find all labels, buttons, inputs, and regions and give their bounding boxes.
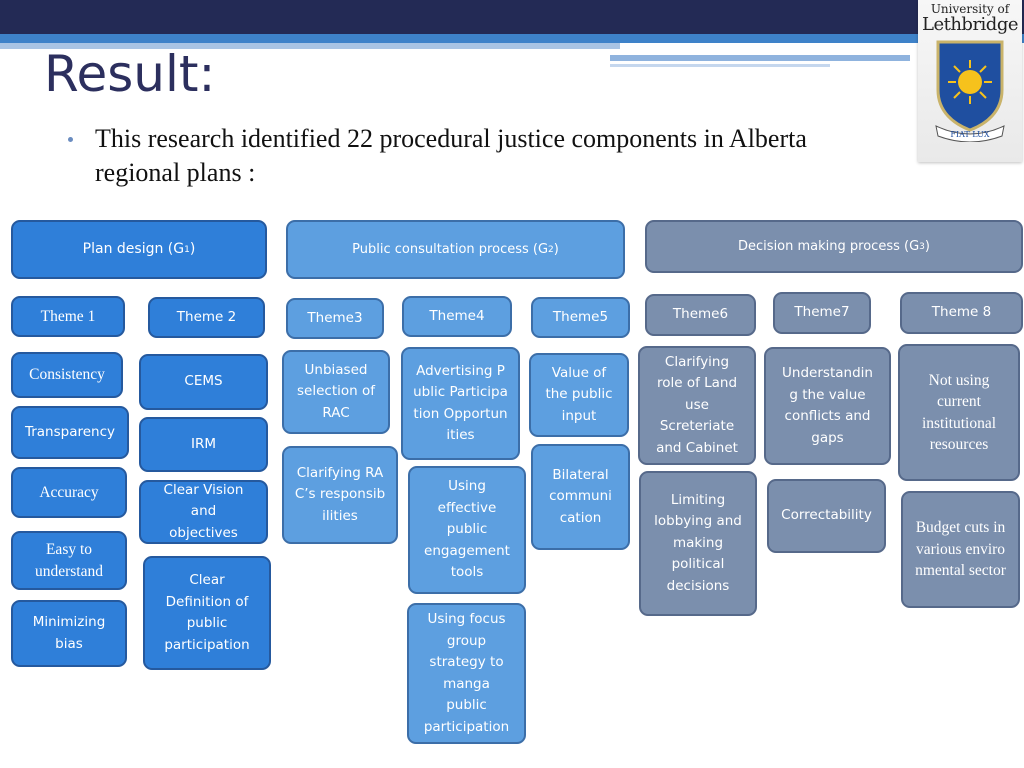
component-accuracy: Accuracy: [11, 467, 127, 518]
header-band-dark: [0, 0, 1024, 34]
logo-motto: FIAT LUX: [950, 130, 990, 139]
theme-4: Theme4: [402, 296, 512, 337]
logo-lethbridge: Lethbridge: [921, 14, 1019, 35]
theme-7: Theme7: [773, 292, 871, 334]
group-label-close: ): [189, 240, 196, 257]
component-limiting-lobbying: Limiting lobbying and making political d…: [639, 471, 757, 616]
theme-2: Theme 2: [148, 297, 265, 338]
component-focus-group: Using focus group strategy to manga publ…: [407, 603, 526, 744]
crest-icon: FIAT LUX: [935, 40, 1005, 142]
group-label: Public consultation process (G: [352, 241, 549, 257]
component-advertising: Advertising Public Participation Opportu…: [401, 347, 520, 460]
component-bilateral-communication: Bilateral communication: [531, 444, 630, 550]
component-clarifying-rac: Clarifying RAC’s responsibilities: [282, 446, 398, 544]
logo-university-of: University of: [930, 2, 1010, 16]
university-logo: University of Lethbridge FIAT LUX: [918, 0, 1022, 162]
component-clear-definition: Clear Definition of public participation: [143, 556, 271, 670]
header-band-light-right: [610, 55, 910, 61]
theme-3: Theme3: [286, 298, 384, 339]
group-label: Decision making process (G: [738, 238, 920, 254]
theme-1: Theme 1: [11, 296, 125, 337]
theme-8: Theme 8: [900, 292, 1023, 334]
bullet-dot: [68, 137, 73, 142]
slide-title: Result:: [44, 45, 216, 103]
component-irm: IRM: [139, 417, 268, 472]
component-clear-vision: Clear Vision and objectives: [139, 480, 268, 544]
theme-6: Theme6: [645, 294, 756, 336]
component-value-public-input: Value of the public input: [529, 353, 629, 437]
component-unbiased-selection: Unbiased selection of RAC: [282, 350, 390, 434]
component-clarifying-role: Clarifying role of Land use Screteriate …: [638, 346, 756, 465]
header-band-light-right-thin: [610, 64, 830, 67]
bullet-text: This research identified 22 procedural j…: [95, 124, 807, 187]
component-cems: CEMS: [139, 354, 268, 410]
header-band-light: [0, 43, 620, 49]
theme-5: Theme5: [531, 297, 630, 338]
component-consistency: Consistency: [11, 352, 123, 398]
group-label-close: ): [924, 238, 930, 254]
component-budget-cuts: Budget cuts in various environmental sec…: [901, 491, 1020, 608]
component-not-using-resources: Not using current institutional resource…: [898, 344, 1020, 481]
group-label-close: ): [553, 241, 559, 257]
component-correctability: Correctability: [767, 479, 886, 553]
header-band-blue: [0, 34, 1024, 43]
component-understanding-value: Understanding the value conflicts and ga…: [764, 347, 891, 465]
group-label: Plan design (G: [82, 240, 185, 257]
component-easy-to-understand: Easy to understand: [11, 531, 127, 590]
component-effective-tools: Using effective public engagement tools: [408, 466, 526, 594]
component-transparency: Transparency: [11, 406, 129, 459]
component-minimizing-bias: Minimizing bias: [11, 600, 127, 667]
